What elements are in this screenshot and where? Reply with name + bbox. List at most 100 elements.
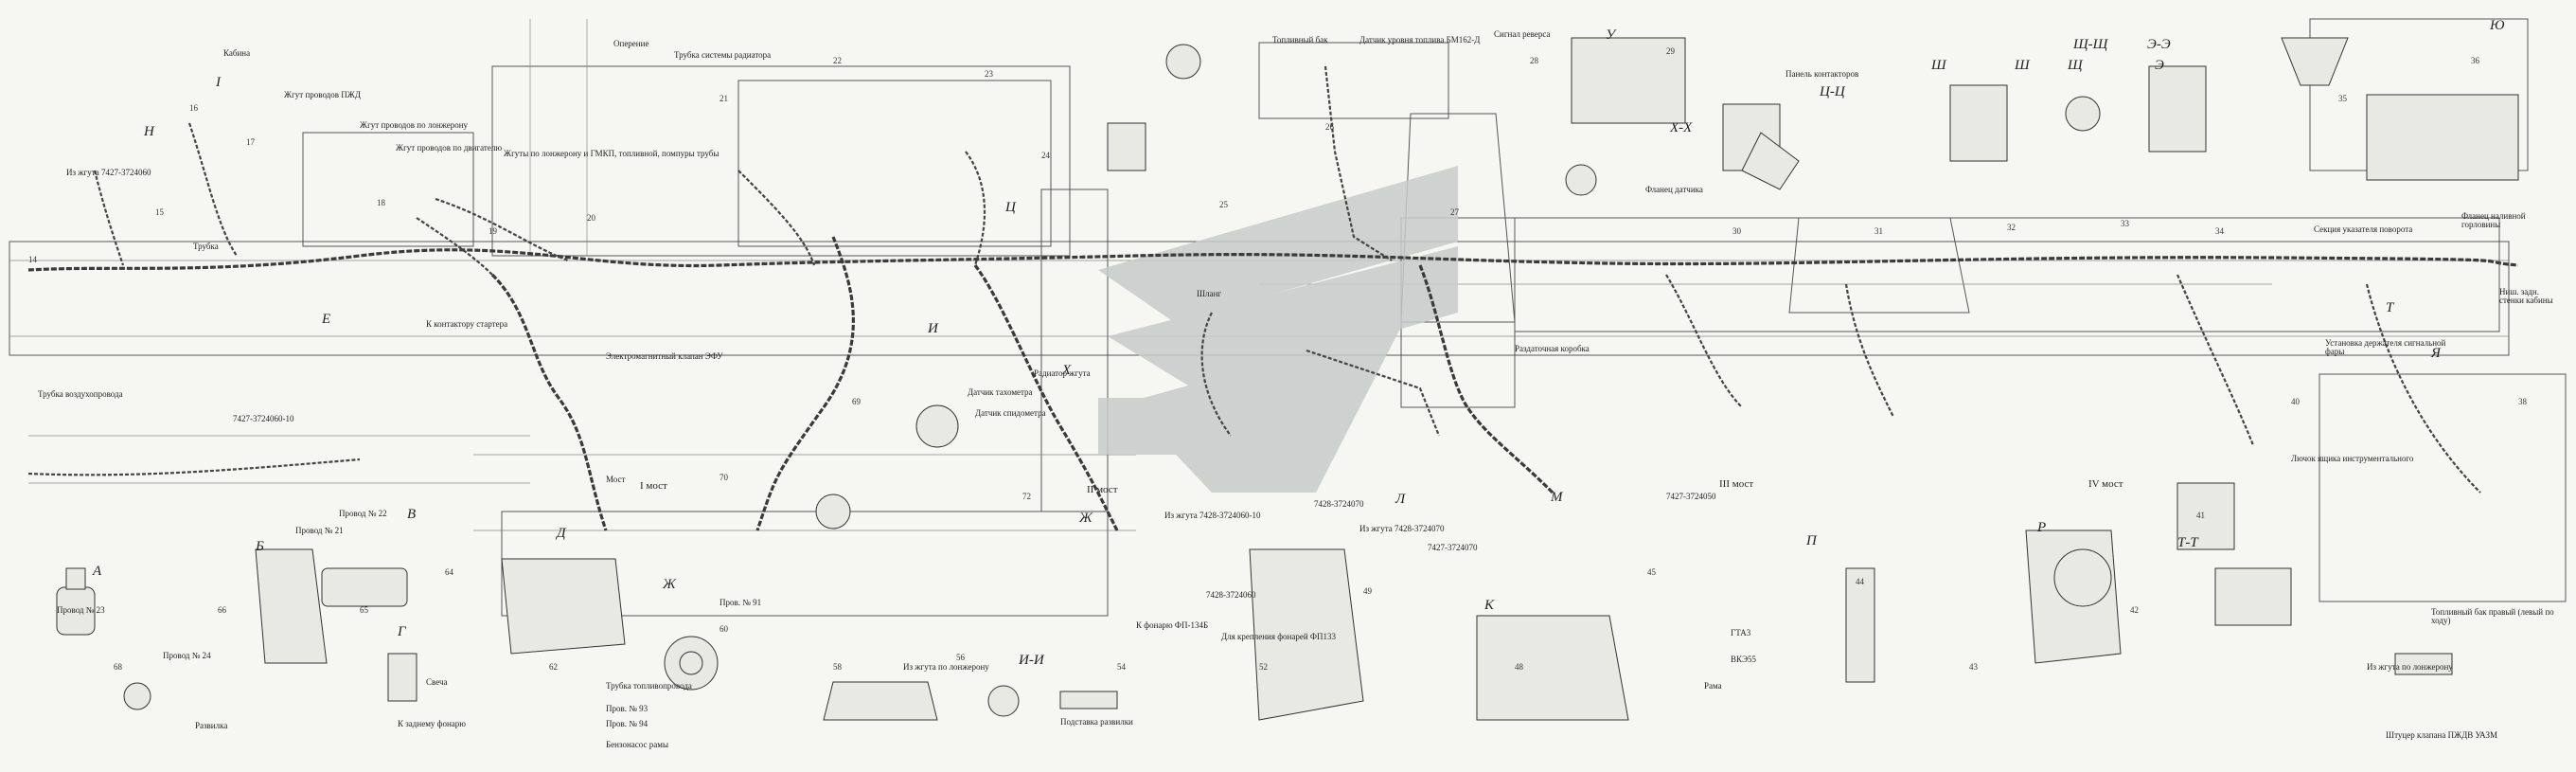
part-number: 25 bbox=[1219, 200, 1228, 209]
part-number: 45 bbox=[1647, 567, 1656, 577]
label-fuel-line: Трубка топливопровода bbox=[606, 681, 692, 691]
part-number: 20 bbox=[587, 213, 595, 223]
label-wire-24: Провод № 24 bbox=[163, 651, 211, 660]
part-number: 17 bbox=[246, 137, 255, 147]
section-letter: К bbox=[1484, 598, 1494, 613]
part-number: 62 bbox=[549, 662, 558, 672]
label-fuel-tank: Топливный бак bbox=[1272, 35, 1328, 45]
label-from-harness-c: Из жгута 7428-3724060-10 bbox=[1164, 511, 1261, 520]
part-number: 33 bbox=[2121, 219, 2129, 228]
harness-code: 7428-3724070 bbox=[1314, 499, 1364, 509]
section-letter: Э-Э bbox=[2147, 37, 2171, 52]
section-letter: А bbox=[93, 564, 102, 579]
part-number: 24 bbox=[1041, 151, 1050, 160]
part-number: 36 bbox=[2471, 56, 2479, 65]
label-spark-plug: Свеча bbox=[426, 677, 448, 687]
section-letter: Б bbox=[256, 539, 264, 554]
label-wire-93: Пров. № 93 bbox=[606, 704, 648, 713]
label-rear-lamp: К заднему фонарю bbox=[398, 719, 467, 728]
part-number: 54 bbox=[1117, 662, 1126, 672]
label-tachometer-sensor: Датчик тахометра bbox=[968, 387, 1033, 397]
detail-views bbox=[56, 37, 2519, 721]
part-number: 23 bbox=[985, 69, 993, 79]
part-number: 64 bbox=[445, 567, 453, 577]
harness-code: 7427-3724070 bbox=[1428, 543, 1478, 552]
label-frame-pump: Бензонасос рамы bbox=[606, 740, 668, 749]
part-number: 18 bbox=[377, 198, 385, 207]
harness-code: 7427-3724060-10 bbox=[233, 414, 294, 423]
part-number: 42 bbox=[2130, 605, 2139, 615]
label-from-longeron-right: Из жгута по лонжерону bbox=[2367, 662, 2453, 672]
axle-label: II мост bbox=[1087, 484, 1118, 495]
label-frame: Рама bbox=[1704, 681, 1722, 691]
section-letter: И bbox=[928, 321, 938, 336]
label-axle: Мост bbox=[606, 475, 626, 484]
part-number: 14 bbox=[28, 255, 37, 264]
label-from-harness-b: Из жгута 7428-3724070 bbox=[1359, 524, 1445, 533]
label-from-longeron: Из жгута по лонжерону bbox=[903, 662, 989, 672]
part-number: 29 bbox=[1666, 46, 1675, 56]
part-number: 30 bbox=[1732, 226, 1741, 236]
label-longeron-gmkp: Жгуты по лонжерону и ГМКП, топливной, по… bbox=[504, 149, 720, 158]
label-wire-91: Пров. № 91 bbox=[720, 598, 762, 607]
part-number: 48 bbox=[1515, 662, 1523, 672]
label-contactor-panel: Панель контакторов bbox=[1785, 69, 1859, 79]
label-gta3: ГТА3 bbox=[1731, 628, 1751, 637]
label-junction: Развилка bbox=[195, 721, 228, 730]
section-letter: I bbox=[216, 75, 221, 90]
part-number: 15 bbox=[155, 207, 164, 217]
section-letter: И-И bbox=[1019, 653, 1044, 668]
section-letter: Щ-Щ bbox=[2073, 37, 2108, 52]
label-sensor-flange: Фланец датчика bbox=[1645, 185, 1703, 194]
part-number: 41 bbox=[2196, 511, 2205, 520]
section-letter: Щ bbox=[2068, 58, 2083, 73]
label-lamp-holder: Установка держателя сигнальной фары bbox=[2325, 338, 2446, 356]
part-number: 69 bbox=[852, 397, 861, 406]
part-number: 52 bbox=[1259, 662, 1268, 672]
label-fuel-level-sensor: Датчик уровня топлива БМ162-Д bbox=[1359, 35, 1481, 45]
label-vke55: ВКЭ55 bbox=[1731, 655, 1757, 664]
section-letter: У bbox=[1606, 27, 1616, 43]
section-letter: В bbox=[407, 507, 417, 522]
part-number: 40 bbox=[2291, 397, 2300, 406]
label-harness-radiator: Радиатор жгута bbox=[1034, 368, 1091, 378]
section-letter: Н bbox=[144, 124, 154, 139]
label-hose: Шланг bbox=[1197, 289, 1222, 298]
part-number: 65 bbox=[360, 605, 368, 615]
label-reverse-signal: Сигнал реверса bbox=[1494, 29, 1551, 39]
label-engine-harness: Жгут проводов по двигателю bbox=[396, 143, 503, 153]
label-turn-section: Секция указателя поворота bbox=[2314, 224, 2413, 234]
part-number: 38 bbox=[2518, 397, 2527, 406]
label-body: Оперение bbox=[613, 39, 649, 48]
harness-code: 7428-3724060 bbox=[1206, 590, 1256, 600]
section-letter: X-X bbox=[1670, 120, 1693, 135]
part-number: 60 bbox=[720, 624, 728, 634]
label-junction-stand: Подставка развилки bbox=[1060, 717, 1133, 727]
label-fp134-lamp: К фонарю ФП-134Б bbox=[1136, 620, 1209, 630]
part-number: 16 bbox=[189, 103, 198, 113]
part-number: 22 bbox=[833, 56, 842, 65]
watermark-logo bbox=[1098, 166, 1458, 493]
part-number: 34 bbox=[2215, 226, 2224, 236]
label-cab-rear-wall: Ниш. задн. стенки кабины bbox=[2499, 287, 2553, 305]
label-longeron-harness: Жгут проводов по лонжерону bbox=[360, 120, 469, 130]
harness-code: 7427-3724050 bbox=[1666, 492, 1716, 501]
label-speedometer-sensor: Датчик спидометра bbox=[975, 408, 1046, 418]
label-fp133-mount: Для крепления фонарей ФП133 bbox=[1221, 632, 1337, 641]
vehicle-frame bbox=[9, 18, 2567, 617]
label-from-harness-a: Из жгута 7427-3724060 bbox=[66, 168, 151, 177]
label-wire-23: Провод № 23 bbox=[57, 605, 105, 615]
section-letter: Ж bbox=[1079, 511, 1093, 526]
part-number: 21 bbox=[720, 94, 728, 103]
part-number: 43 bbox=[1969, 662, 1978, 672]
part-number: 26 bbox=[1325, 122, 1334, 132]
section-letter: Ж bbox=[663, 577, 676, 592]
part-number: 49 bbox=[1363, 586, 1372, 596]
label-pzhd-harness: Жгут проводов ПЖД bbox=[284, 90, 361, 99]
section-letter: Е bbox=[322, 312, 331, 327]
label-wire-21: Провод № 21 bbox=[295, 526, 344, 535]
part-number: 44 bbox=[1856, 577, 1864, 586]
part-number: 35 bbox=[2338, 94, 2347, 103]
